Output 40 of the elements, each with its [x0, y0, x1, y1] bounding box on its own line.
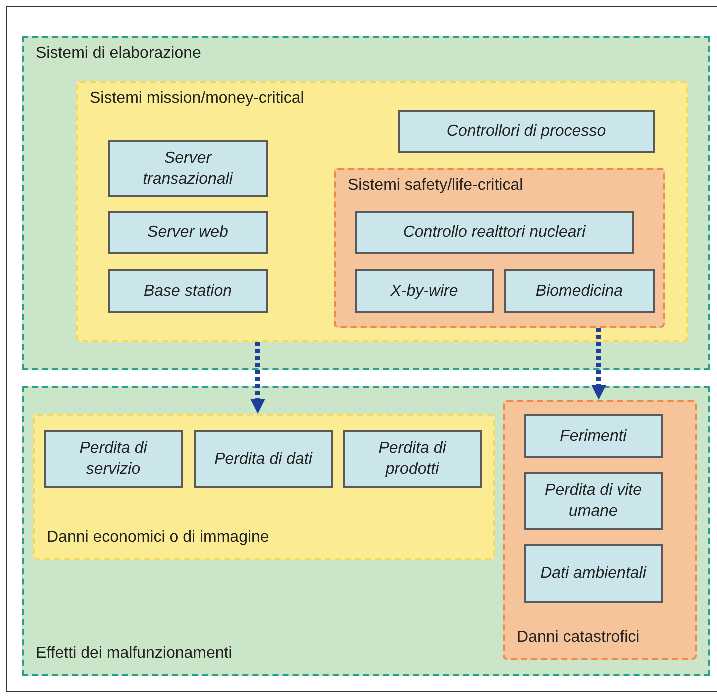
item-label: Perdita di prodotti [378, 439, 448, 480]
item-box [343, 430, 482, 488]
item-label: Controllori di processo [446, 122, 608, 142]
item-label: Controllo realttori nucleari [402, 223, 587, 243]
item-label: Perdita di vite umane [544, 481, 643, 522]
item-label: Server transazionali [142, 148, 234, 190]
item-label: Perdita di servizio [78, 439, 149, 480]
item-box [108, 211, 268, 254]
group-panel [22, 386, 710, 676]
item-box [44, 430, 183, 488]
dashed-arrow [592, 328, 606, 400]
item-label: Perdita di dati [214, 450, 314, 470]
group-panel [334, 168, 665, 328]
group-title: Sistemi mission/money-critical [90, 89, 304, 109]
group-title: Sistemi di elaborazione [36, 44, 202, 64]
item-label: Dati ambientali [540, 564, 648, 584]
item-box [524, 544, 663, 603]
item-box [398, 110, 655, 153]
group-title: Effetti dei malfunzionamenti [36, 644, 232, 664]
group-panel [33, 414, 495, 560]
item-label: X-by-wire [390, 282, 460, 302]
item-box [504, 269, 655, 313]
item-label: Biomedicina [534, 282, 624, 302]
group-panel [503, 400, 697, 660]
item-box [355, 211, 634, 254]
item-box [194, 430, 333, 488]
group-title: Danni economici o di immagine [47, 528, 270, 548]
item-box [355, 269, 494, 313]
item-label: Base station [142, 282, 234, 302]
dashed-arrow [250, 342, 266, 414]
item-box [524, 414, 663, 458]
item-box [524, 472, 663, 530]
group-panel [76, 81, 688, 342]
group-title: Danni catastrofici [517, 628, 640, 648]
group-panel [22, 36, 710, 370]
group-title: Sistemi safety/life-critical [348, 176, 524, 196]
item-box [108, 269, 268, 313]
item-label: Server web [146, 223, 230, 243]
item-label: Ferimenti [559, 426, 628, 446]
item-box [108, 140, 268, 197]
